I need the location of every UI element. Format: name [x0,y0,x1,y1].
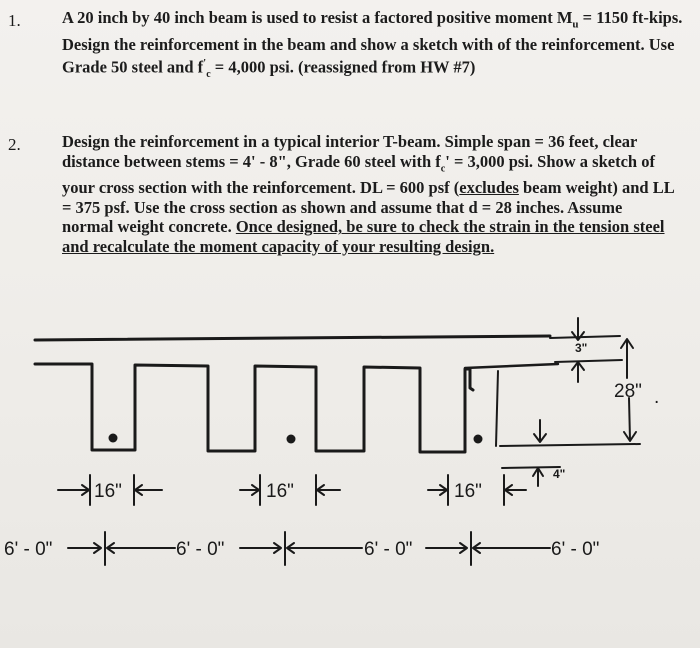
problem-2-line-6: and recalculate the moment capacity of y… [62,236,495,256]
rebar-dot-3 [473,434,483,444]
slab-thickness-label: 3" [575,341,587,355]
stem-width-dim-1 [57,474,163,506]
spacing-label-3: 6' - 0" [364,539,412,560]
spacing-label-2: 6' - 0" [176,539,224,560]
depth-dim-bottom [628,397,631,441]
problem-2-line-1: Design the reinforcement in a typical in… [62,132,638,151]
slab-and-stems-outline [33,362,475,454]
rebar-dot-1 [108,433,118,443]
subscript-u: u [572,18,579,31]
stem-width-dim-2 [239,474,341,506]
cover-dim-arrow-up [532,467,544,477]
spacing-dim-line [67,531,551,566]
problem-1-line-3: Grade 50 steel and f'c = 4,000 psi. (rea… [62,57,476,81]
depth-dim-arrow-up [620,338,634,349]
stem-width-dim-3 [427,474,527,506]
cover-dim-ext [501,466,561,469]
problem-1-text: A 20 inch by 40 inch beam is used to res… [62,8,682,85]
problem-1-line-2: Design the reinforcement in the beam and… [62,34,675,54]
rebar-dot-2 [286,434,296,444]
slab-dim-arrow-up [571,361,585,371]
depth-dim-arrow-down [623,431,637,442]
depth-dim-ext-bottom [499,443,641,447]
stem-width-label-2: 16" [266,481,294,502]
depth-label-dot: . [654,387,659,408]
flange-drop-label: 4" [553,467,565,481]
slab-dim-ext-top [549,335,621,339]
spacing-label-1: 6' - 0" [4,539,52,560]
spacing-label-4: 6' - 0" [551,539,599,560]
problem-1-number: 1. [8,11,21,30]
stem-width-label-1: 16" [94,481,122,502]
problem-2-line-3: your cross section with the reinforcemen… [62,178,675,198]
stem-width-label-3: 16" [454,481,482,502]
problem-1-line-1: A 20 inch by 40 inch beam is used to res… [62,8,683,31]
problem-2-line-2: distance between stems = 4' - 8", Grade … [62,151,655,174]
cover-dim-arrow-down [533,433,547,443]
slab-dim-ext-bottom [554,359,623,363]
slab-dim-arrow-down [571,331,585,341]
depth-label: 28" [614,381,642,402]
stem-right-edge [495,370,499,447]
problem-2-number: 2. [8,135,21,154]
problem-2-line-4: = 375 psf. Use the cross section as show… [62,197,623,217]
problem-2-line-5: normal weight concrete. Once designed, b… [62,217,665,237]
slab-bottom-right [463,362,560,370]
slab-top-line [33,334,552,342]
problem-2-text: Design the reinforcement in a typical in… [62,132,675,256]
